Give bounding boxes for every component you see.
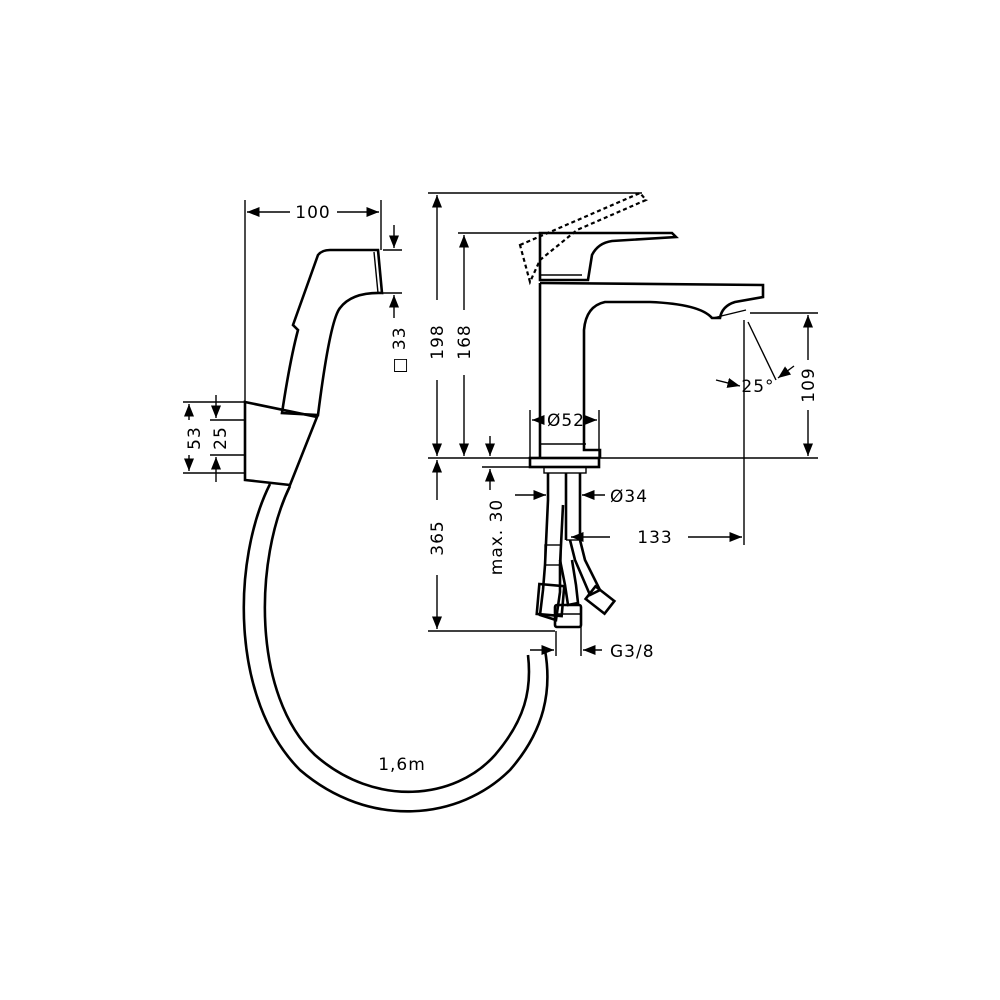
hose (242, 483, 549, 813)
shower-holder (243, 400, 319, 487)
label-133: 133 (637, 528, 672, 548)
label-198: 198 (428, 324, 448, 359)
dim-square-33: □ 33 (383, 225, 410, 374)
label-365: 365 (428, 520, 448, 555)
label-diameter-34: Ø34 (610, 487, 648, 507)
label-168: 168 (455, 324, 475, 359)
dim-shank-diameter: Ø34 (515, 487, 648, 507)
label-diameter-52: Ø52 (547, 411, 585, 431)
dim-body-diameter: Ø52 (529, 410, 600, 458)
label-max-30: max. 30 (487, 499, 507, 575)
label-g38: G3/8 (610, 642, 655, 662)
hand-shower (280, 248, 384, 417)
dim-spout-angle: 25° (715, 321, 795, 397)
label-square-33: □ 33 (390, 326, 410, 373)
label-100: 100 (295, 203, 330, 223)
label-25: 25 (211, 426, 231, 450)
dim-hand-shower-length: 100 (244, 200, 382, 402)
faucet (518, 191, 765, 629)
dim-spout-height: 109 (600, 312, 819, 459)
label-hose-length: 1,6m (378, 755, 426, 775)
dim-connection-thread: G3/8 (530, 627, 655, 662)
dim-below-deck: 365 (428, 460, 555, 632)
label-25-degrees: 25° (741, 377, 774, 397)
dim-spout-reach: 133 (571, 320, 745, 548)
label-53: 53 (185, 426, 205, 450)
dim-faucet-total-height: 198 (428, 192, 642, 459)
label-109: 109 (799, 367, 819, 402)
dim-holder: 53 25 (183, 395, 245, 482)
dim-faucet-body-height: 168 (455, 232, 540, 456)
dim-max-thickness: max. 30 (482, 436, 544, 575)
